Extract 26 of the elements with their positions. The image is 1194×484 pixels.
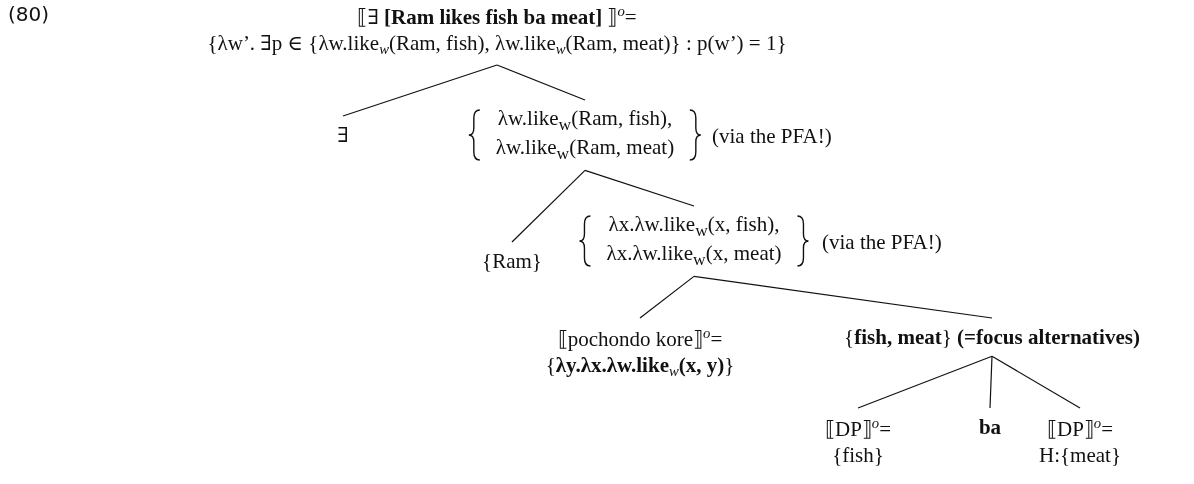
denotation-text: ⟦pochondo kore⟧$^{o}$= <box>557 324 723 353</box>
tree-branch <box>991 355 1081 409</box>
annotation-text: (via the PFA!) <box>712 124 832 149</box>
tree-branch <box>857 355 993 409</box>
tree-branch <box>584 169 695 207</box>
denotation-text: ba <box>978 414 1002 441</box>
denotation-text: {fish} <box>832 442 884 469</box>
denotation-text: {λw’. ∃p ∈ {λw.like$_{w}$(Ram, fish), λw.like$_{w}$(Ram, meat)} : p(w’) = 1} <box>207 30 787 60</box>
denotation-text: ⟦∃ [Ram likes fish ba meat] ⟧$^{o}$= <box>357 2 637 31</box>
denotation-text: {λy.λx.λw.like$_{w}$(x, y)} <box>545 352 735 382</box>
denotation-text: {Ram} <box>482 248 542 275</box>
example-number: (80) <box>8 2 50 26</box>
denotation-text: ⟦DP⟧$^{o}$= <box>825 414 891 443</box>
denotation-text: H:{meat} <box>1039 442 1121 469</box>
tree-branch <box>989 355 993 409</box>
tree-branch <box>342 64 498 117</box>
tree-branch <box>639 275 695 319</box>
denotation-text: ∃ <box>337 122 349 149</box>
set-expression: λw.like$_{w}$(Ram, fish), λw.like$_{w}$(Ram, meat) <box>495 106 675 165</box>
tree-branch <box>511 169 586 243</box>
denotation-text: {fish, meat} (=focus alternatives) <box>844 324 1140 351</box>
annotation-text: (via the PFA!) <box>822 230 942 255</box>
denotation-text: ⟦DP⟧$^{o}$= <box>1047 414 1113 443</box>
tree-branch <box>693 275 993 319</box>
set-expression: λx.λw.like$_{w}$(x, fish), λx.λw.like$_{w}$(x, meat) <box>606 212 782 271</box>
tree-branch <box>496 64 586 101</box>
